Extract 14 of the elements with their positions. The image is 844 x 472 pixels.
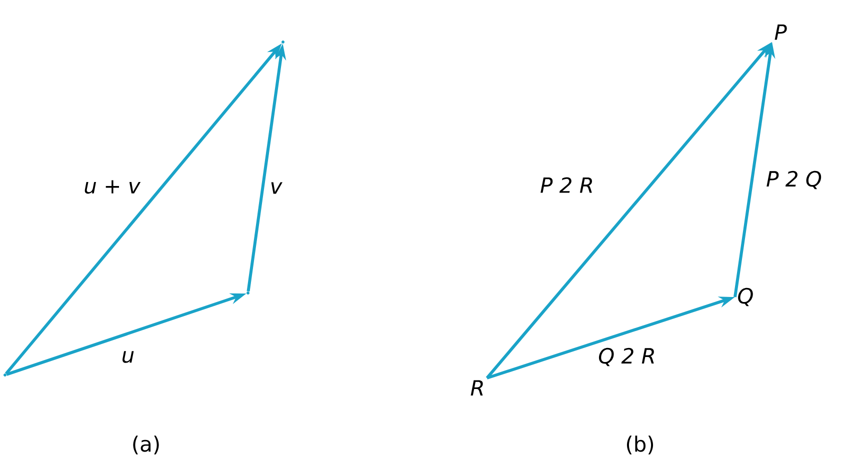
point-label: Q bbox=[738, 288, 753, 306]
vertex-point bbox=[246, 292, 250, 294]
vertex-point bbox=[4, 374, 6, 376]
edge-label: Q 2 R bbox=[598, 348, 654, 366]
edge-label: P 2 Q bbox=[766, 170, 822, 190]
edge-label: u bbox=[122, 351, 134, 363]
edge-label: v bbox=[271, 182, 282, 194]
edge-label: u + v bbox=[84, 180, 141, 194]
panel-label: (a) bbox=[133, 436, 159, 454]
edge-label: P 2 R bbox=[540, 177, 592, 193]
panel-label: (b) bbox=[626, 436, 654, 454]
vertex-point bbox=[282, 40, 284, 44]
point-label: R bbox=[470, 380, 483, 396]
point-label: P bbox=[774, 24, 787, 40]
